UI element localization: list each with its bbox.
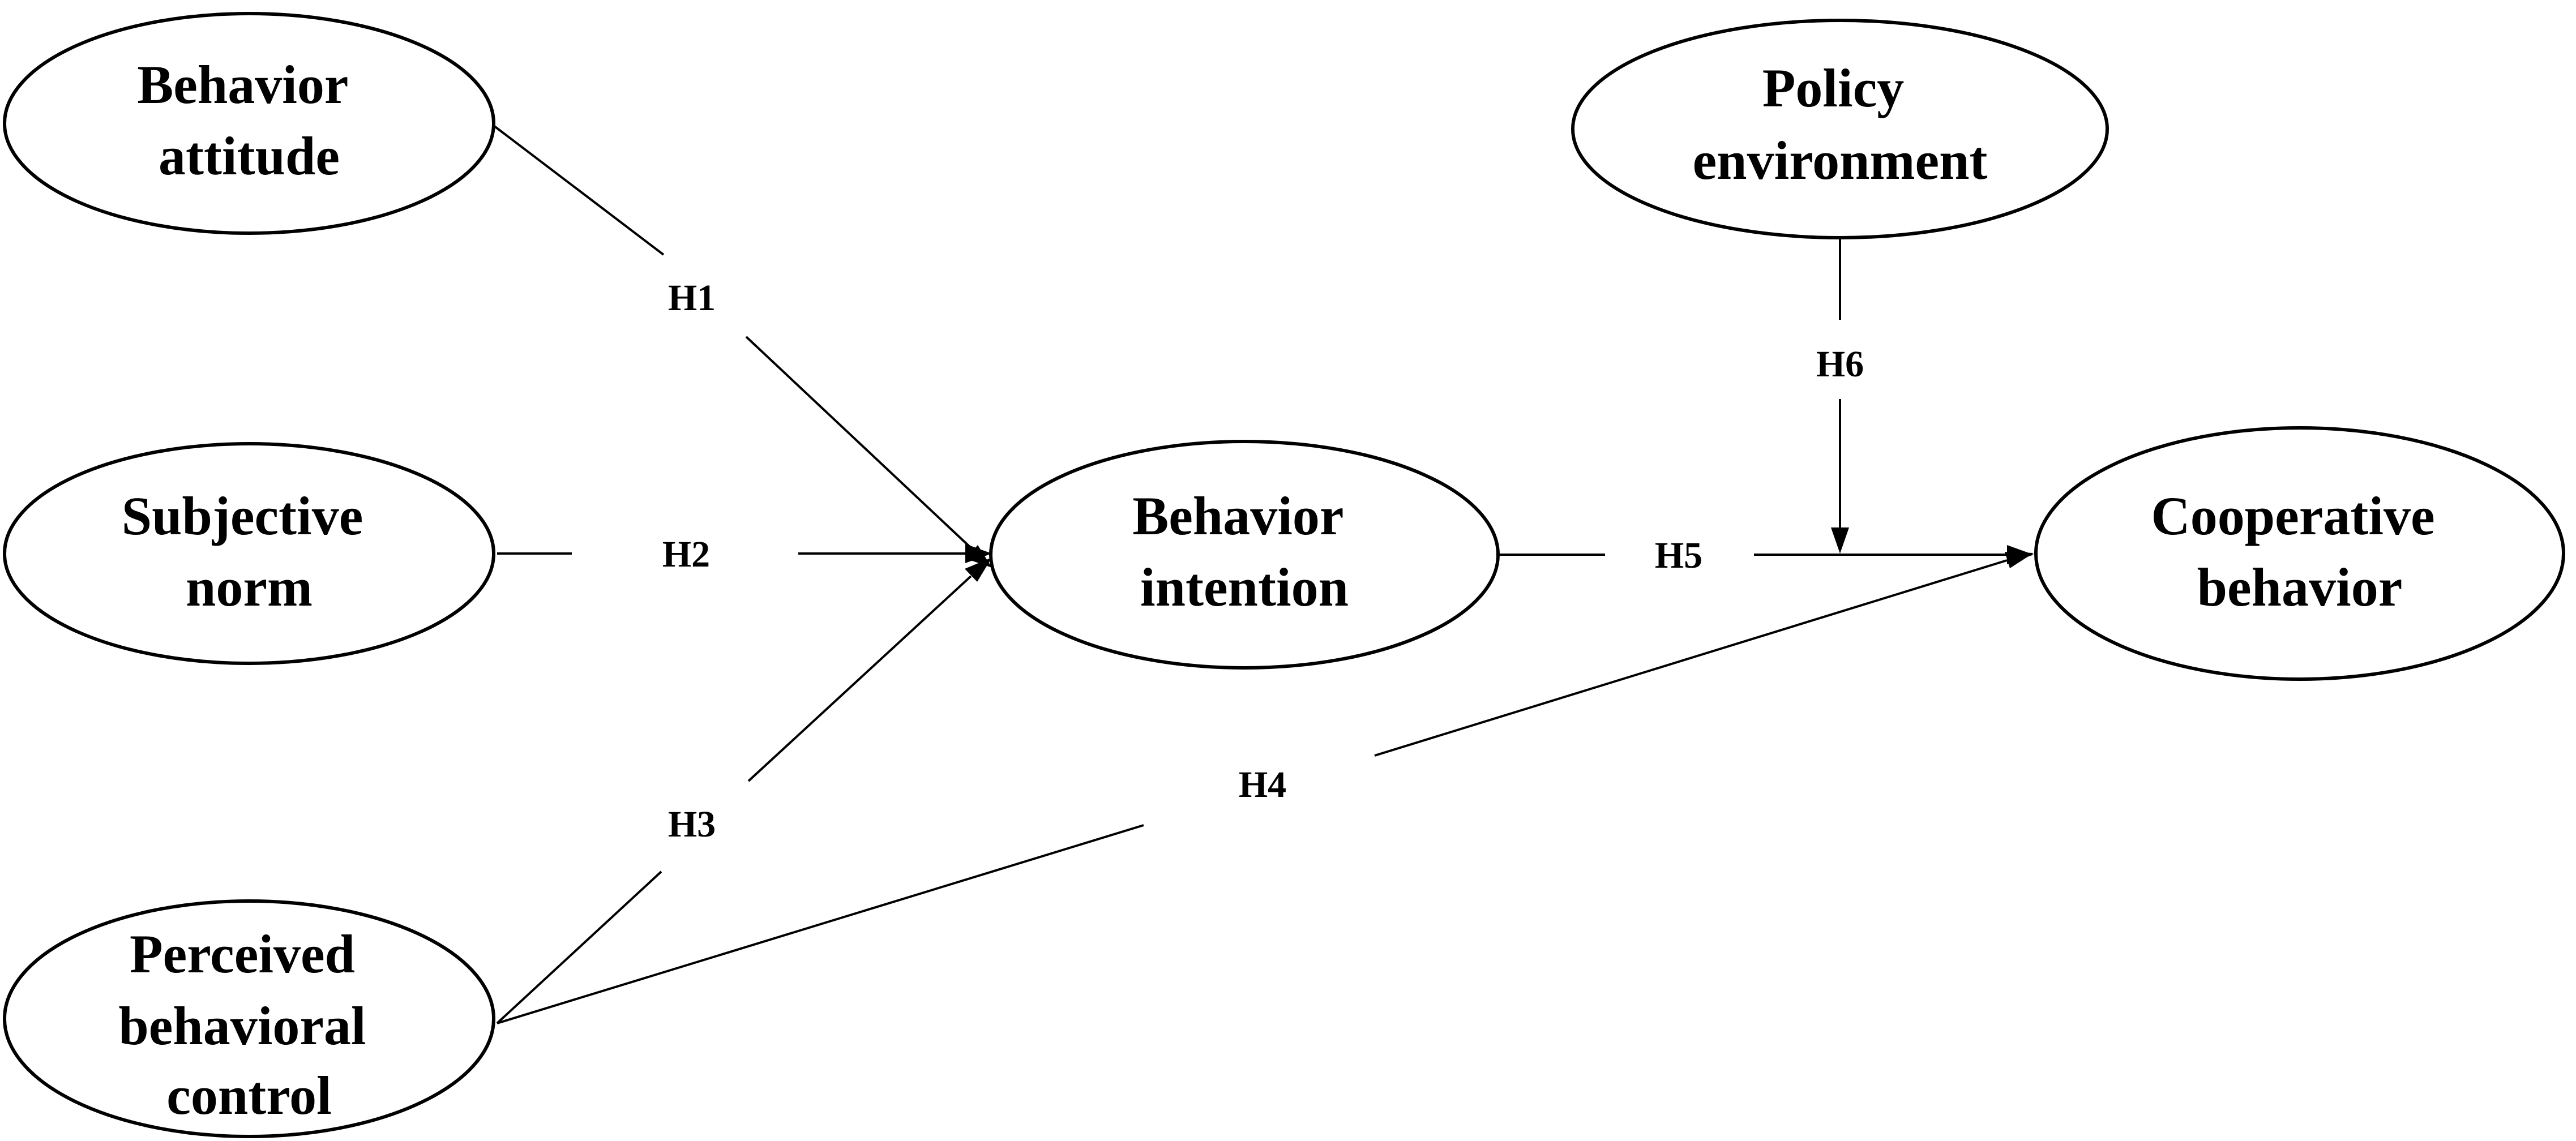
node-perceived-behavioral-control-line-3: control [166, 1065, 332, 1126]
node-behavior-attitude: Behavior attitude [3, 12, 495, 235]
edge-h2-arrowhead [965, 544, 992, 563]
node-perceived-behavioral-control-ellipse [3, 899, 495, 1138]
edge-h2: H2 [497, 534, 992, 575]
edge-h6-arrowhead [1831, 527, 1849, 554]
edge-h3-line-start [496, 870, 662, 1024]
edge-h6-label: H6 [1816, 344, 1864, 385]
node-behavior-attitude-label: Behavior attitude [137, 54, 361, 186]
edge-h6: H6 [1816, 235, 1864, 554]
node-perceived-behavioral-control-line-2: behavioral [118, 996, 366, 1056]
node-cooperative-behavior-ellipse [2034, 426, 2565, 681]
edge-h3-line-end [747, 575, 972, 782]
node-perceived-behavioral-control-line-1: Perceived [130, 924, 355, 984]
edge-h4: H4 [497, 552, 2034, 1024]
edge-h4-label: H4 [1239, 764, 1286, 805]
edge-h1-line-start [493, 125, 665, 256]
node-perceived-behavioral-control-label: Perceived behavioral control [118, 924, 379, 1126]
node-subjective-norm-line-2: norm [186, 557, 313, 617]
node-policy-environment-line-1: Policy [1762, 58, 1905, 118]
node-policy-environment-line-2: environment [1693, 130, 1988, 191]
node-behavior-attitude-line-2: attitude [159, 126, 340, 186]
node-policy-environment-label: Policy environment [1693, 58, 1988, 191]
node-cooperative-behavior-line-2: behavior [2197, 557, 2403, 617]
node-subjective-norm-line-1: Subjective [122, 486, 363, 546]
node-subjective-norm-label: Subjective norm [122, 486, 377, 617]
node-cooperative-behavior-label: Cooperative behavior [2151, 486, 2448, 617]
node-policy-environment: Policy environment [1571, 19, 2109, 239]
edge-h5-label: H5 [1655, 535, 1702, 576]
node-behavior-intention-ellipse [989, 440, 1500, 670]
edge-h5-arrowhead [2007, 545, 2034, 564]
node-perceived-behavioral-control: Perceived behavioral control [3, 899, 495, 1138]
node-behavior-intention: Behavior intention [989, 440, 1500, 670]
node-policy-environment-ellipse [1571, 19, 2109, 239]
edge-h2-label: H2 [662, 534, 710, 575]
node-subjective-norm: Subjective norm [3, 442, 495, 665]
node-behavior-attitude-ellipse [3, 12, 495, 235]
edge-h1: H1 [493, 125, 992, 568]
edge-h1-line-end [745, 336, 972, 549]
node-subjective-norm-ellipse [3, 442, 495, 665]
edge-h1-label: H1 [668, 277, 716, 319]
node-behavior-intention-label: Behavior intention [1132, 486, 1357, 617]
node-behavior-intention-line-2: intention [1140, 557, 1349, 617]
edge-h4-line-end [1374, 559, 2008, 757]
edge-h5: H5 [1497, 535, 2034, 576]
node-cooperative-behavior-line-1: Cooperative [2151, 486, 2434, 546]
node-cooperative-behavior: Cooperative behavior [2034, 426, 2565, 681]
edge-h3: H3 [496, 557, 992, 1024]
edge-h3-label: H3 [668, 804, 716, 845]
node-behavior-intention-line-1: Behavior [1132, 486, 1343, 546]
node-behavior-attitude-line-1: Behavior [137, 54, 348, 115]
edge-h3-arrowhead [965, 557, 992, 582]
edge-h4-line-start [497, 824, 1144, 1024]
